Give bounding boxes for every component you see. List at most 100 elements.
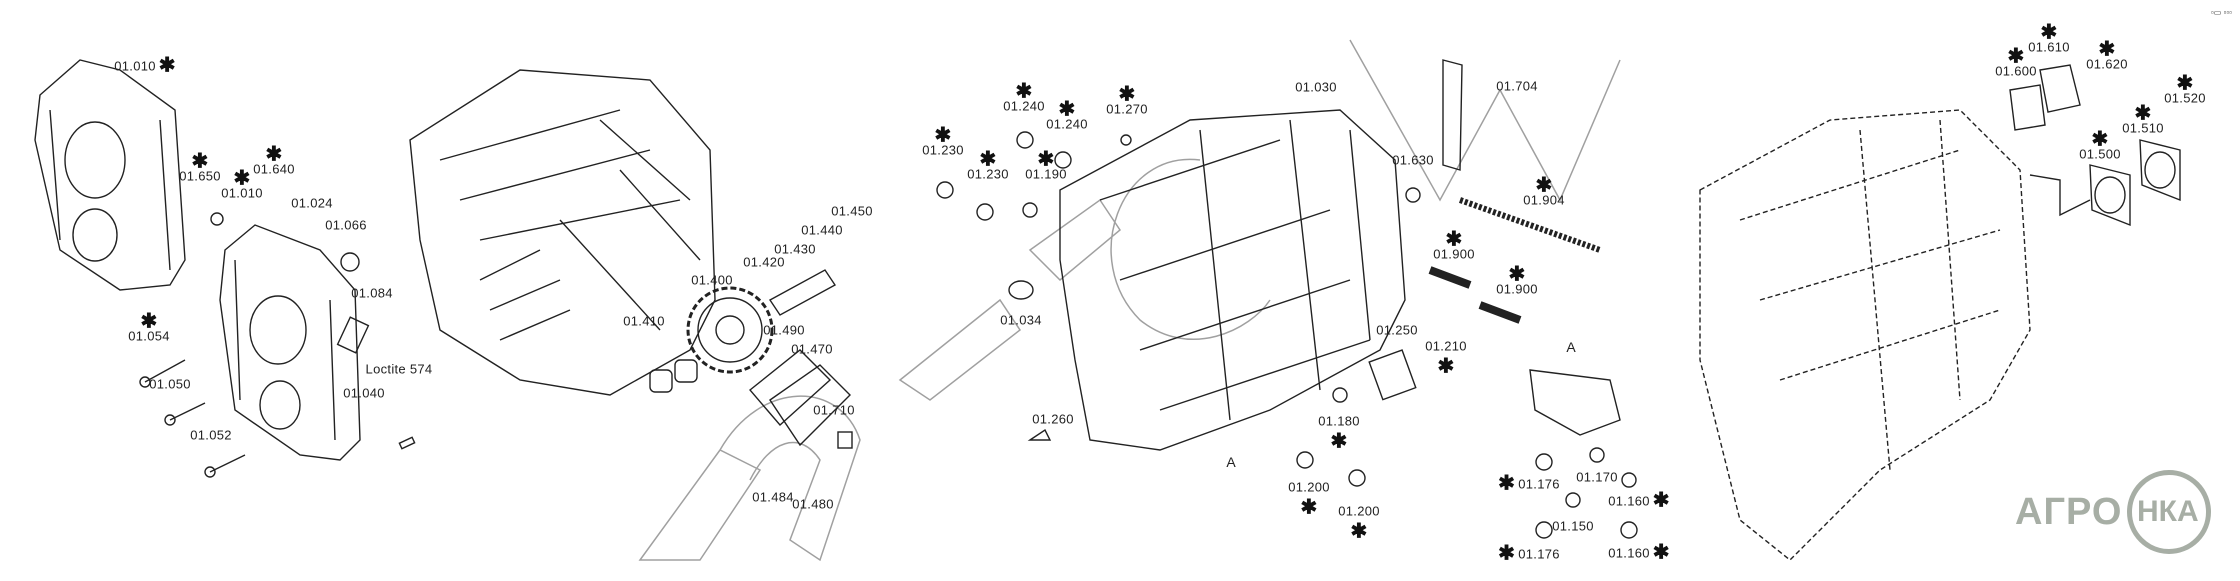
callout-number: 01.900 — [1496, 281, 1538, 297]
callout-number: 01.240 — [1046, 116, 1088, 132]
asterisk-icon: ✱ — [1498, 472, 1516, 495]
part-callout: 01.640✱ — [253, 145, 295, 177]
callout-number: 01.150 — [1552, 518, 1594, 534]
callout-number: 01.176 — [1518, 546, 1560, 562]
asterisk-icon: ✱ — [1652, 541, 1670, 564]
part-callout: 01.600✱ — [1995, 47, 2037, 79]
part-callout: 01.710 — [813, 403, 855, 418]
part-callout: 01.024 — [291, 196, 333, 211]
callout-number: 01.200 — [1288, 479, 1330, 495]
part-callout: 01.150 — [1552, 519, 1594, 534]
part-callout: 01.240✱ — [1046, 100, 1088, 132]
part-callout: 01.240✱ — [1003, 82, 1045, 114]
callout-number: 01.500 — [2079, 146, 2121, 162]
callout-number: 01.430 — [774, 241, 816, 257]
part-callout: 01.470 — [791, 342, 833, 357]
part-callout: 01.510✱ — [2122, 104, 2164, 136]
part-callout: 01.410 — [623, 314, 665, 329]
callout-number: 01.900 — [1433, 246, 1475, 262]
part-callout: 01.440 — [801, 223, 843, 238]
asterisk-icon: ✱ — [140, 310, 158, 333]
plugs-and-seals — [936, 131, 1638, 539]
part-callout: 01.630 — [1392, 153, 1434, 168]
part-callout: 01.230✱ — [922, 126, 964, 158]
part-callout: 01.900✱ — [1433, 230, 1475, 262]
callout-number: 01.010 — [114, 58, 156, 74]
part-callout: 01.400 — [691, 273, 733, 288]
callout-number: 01.176 — [1518, 476, 1560, 492]
asterisk-icon: ✱ — [1058, 98, 1076, 121]
part-callout: 01.030 — [1295, 80, 1337, 95]
intermediate-cover-part — [219, 224, 370, 461]
asterisk-icon: ✱ — [233, 167, 251, 190]
callout-number: 01.084 — [351, 285, 393, 301]
callout-number: 01.490 — [763, 322, 805, 338]
callout-number: 01.510 — [2122, 120, 2164, 136]
callout-number: 01.054 — [128, 328, 170, 344]
asterisk-icon: ✱ — [1498, 542, 1516, 565]
asterisk-icon: ✱ — [1118, 83, 1136, 106]
callout-number: 01.620 — [2086, 56, 2128, 72]
part-callout: 01.050 — [149, 377, 191, 392]
callout-number: 01.052 — [190, 427, 232, 443]
asterisk-icon: ✱ — [191, 150, 209, 173]
part-callout: 01.650✱ — [179, 152, 221, 184]
callout-number: 01.520 — [2164, 90, 2206, 106]
asterisk-icon: ✱ — [1508, 263, 1526, 286]
callout-number: 01.450 — [831, 203, 873, 219]
logo-ring — [2127, 470, 2211, 554]
asterisk-icon: ✱ — [2098, 38, 2116, 61]
part-callout: 01.034 — [1000, 313, 1042, 328]
callout-number: 01.230 — [967, 166, 1009, 182]
part-callout: 01.430 — [774, 242, 816, 257]
idler-gear — [649, 269, 853, 449]
callout-number: 01.066 — [325, 217, 367, 233]
callout-number: 01.610 — [2028, 39, 2070, 55]
part-callout: 01.900✱ — [1496, 265, 1538, 297]
front-cover-part — [34, 59, 186, 291]
part-callout: 01.010✱ — [114, 56, 175, 76]
callout-number: 01.710 — [813, 402, 855, 418]
part-callout: 01.484 — [752, 490, 794, 505]
callout-number: 01.210 — [1425, 338, 1467, 354]
asterisk-icon: ✱ — [1445, 228, 1463, 251]
callout-number: 01.484 — [752, 489, 794, 505]
callout-number: 01.640 — [253, 161, 295, 177]
asterisk-icon: ✱ — [2007, 45, 2025, 68]
asterisk-icon: ✱ — [934, 124, 952, 147]
callout-number: 01.030 — [1295, 79, 1337, 95]
watermark-letter-w — [1349, 39, 1621, 202]
agronka-logo: АГРО НКА — [2015, 470, 2215, 554]
view-marker-a-right: A — [1566, 339, 1576, 355]
callout-number: 01.650 — [179, 168, 221, 184]
asterisk-icon: ✱ — [2091, 128, 2109, 151]
callout-number: 01.230 — [922, 142, 964, 158]
asterisk-icon: ✱ — [2134, 102, 2152, 125]
callout-number: 01.010 — [221, 185, 263, 201]
part-callout: 01.040 — [343, 386, 385, 401]
callout-number: 01.160 — [1608, 493, 1650, 509]
callout-number: 01.024 — [291, 195, 333, 211]
part-callout: 01.054✱ — [128, 312, 170, 344]
asterisk-icon: ✱ — [1535, 174, 1553, 197]
part-callout: 01.500✱ — [2079, 130, 2121, 162]
part-callout: 01.010✱ — [221, 169, 263, 201]
part-callout: Loctite 574 — [366, 362, 433, 377]
callout-number: 01.400 — [691, 272, 733, 288]
callout-number: 01.420 — [743, 254, 785, 270]
part-callout: 01.480 — [792, 497, 834, 512]
part-callout: 01.200✱ — [1338, 503, 1380, 542]
callout-number: 01.250 — [1376, 322, 1418, 338]
corner-code: ▫▭ ▫▫▫ — [2210, 8, 2232, 17]
part-callout: 01.066 — [325, 218, 367, 233]
callout-number: 01.200 — [1338, 503, 1380, 519]
asterisk-icon: ✱ — [1330, 430, 1348, 453]
asterisk-icon: ✱ — [1037, 148, 1055, 171]
callout-number: 01.480 — [792, 496, 834, 512]
asterisk-icon: ✱ — [979, 148, 997, 171]
callout-number: 01.040 — [343, 385, 385, 401]
callout-number: 01.050 — [149, 376, 191, 392]
part-callout: 01.250 — [1376, 323, 1418, 338]
